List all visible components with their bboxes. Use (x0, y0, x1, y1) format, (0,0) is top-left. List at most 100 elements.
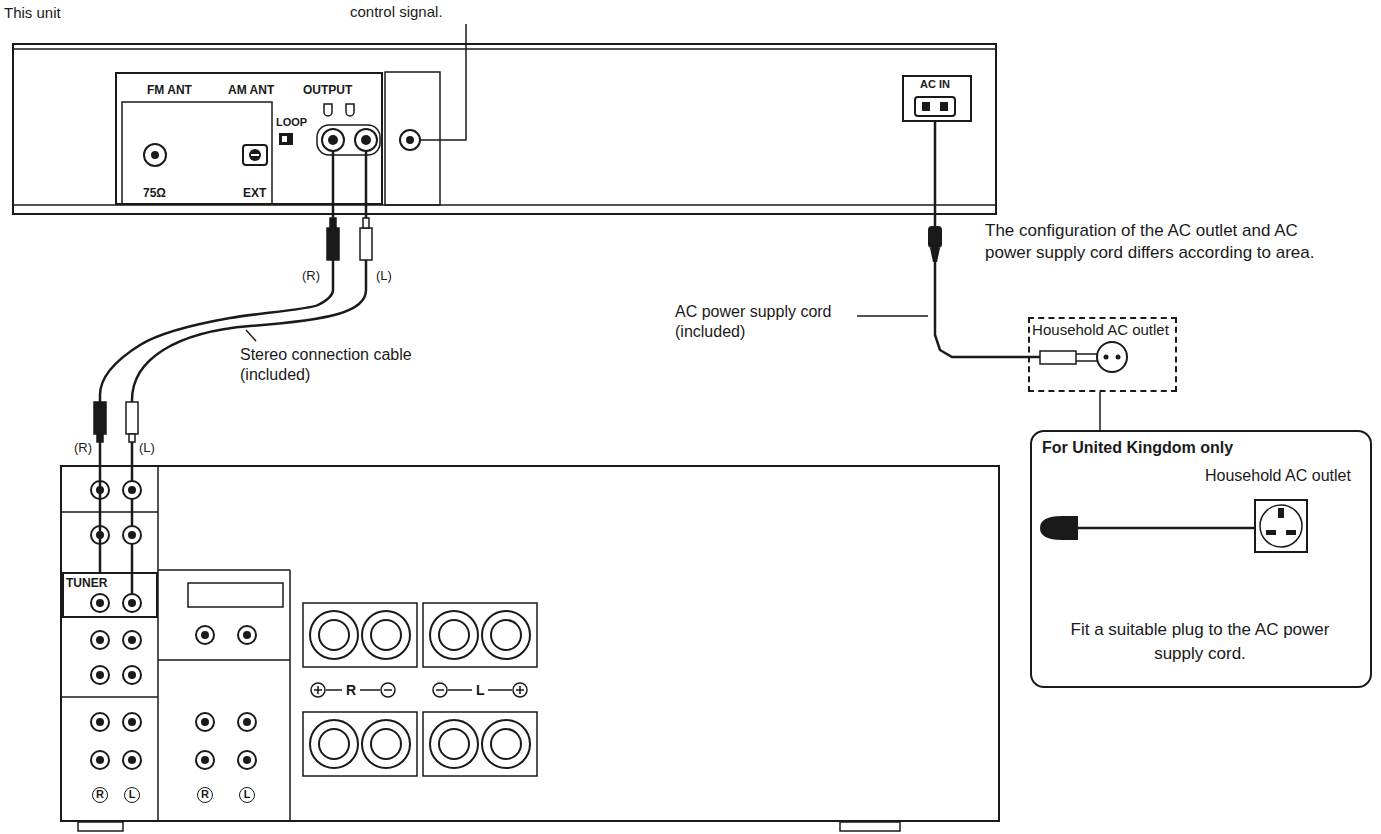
control-jack-box (385, 72, 440, 205)
polarity-symbol (381, 683, 395, 697)
rca-jack (91, 666, 109, 684)
amplifier-frame (158, 659, 290, 661)
fm-antenna-jack (151, 151, 159, 159)
ac-inlet-socket (922, 102, 930, 111)
wall-outlet (1116, 355, 1121, 360)
output-symbols (317, 125, 380, 155)
polarity-symbol (433, 683, 447, 697)
terminal-label: AM ANT (228, 83, 274, 97)
control-jack-box (385, 72, 440, 205)
fm-antenna-jack (144, 144, 166, 166)
inlet-label: AC IN (902, 78, 968, 91)
rca-jack (238, 626, 256, 644)
callout-label: control signal. (350, 3, 443, 21)
power-plug (1076, 360, 1097, 362)
rca-jack-center (201, 718, 209, 726)
uk-plug (1040, 516, 1078, 540)
amplifier-foot (78, 822, 900, 831)
power-plug (1040, 351, 1097, 364)
power-plug (1040, 351, 1076, 364)
rca-jack (123, 594, 141, 612)
cable-wire (332, 151, 335, 205)
rca-jack (238, 713, 256, 731)
speaker-terminal (362, 611, 410, 659)
amplifier-frame (157, 467, 159, 820)
output-symbols (346, 104, 354, 116)
rca-jack (91, 713, 109, 731)
speaker-terminal (430, 720, 478, 768)
outlet-label: Household AC outlet (1205, 466, 1351, 485)
channel-marker: L (124, 787, 140, 803)
cable-label: Stereo connection cable (included) (240, 345, 440, 385)
amplifier-frame (158, 569, 290, 571)
channel-tag: (R) (74, 440, 92, 456)
channel-tag: (L) (376, 268, 392, 284)
uk-outlet (1255, 500, 1307, 552)
panel-trim (14, 48, 995, 50)
outlet-label: Household AC outlet (1028, 321, 1173, 339)
loop-switch (279, 133, 293, 145)
rca-plug (126, 402, 138, 434)
note-text: Fit a suitable plug to the AC power supp… (1055, 618, 1345, 666)
output-jack (361, 135, 371, 145)
cord-label: AC power supply cord (included) (675, 302, 850, 342)
uk-outlet (1260, 505, 1302, 547)
channel-marker: R (197, 787, 213, 803)
amplifier-foot (840, 822, 900, 831)
leader-line (246, 330, 256, 341)
uk-note-box: For United Kingdom onlyHousehold AC outl… (1030, 430, 1372, 688)
amplifier-frame (303, 712, 417, 776)
cable-wire (132, 151, 1040, 594)
amplifier-rear-panel: RLRLRLTUNER (60, 465, 1000, 822)
polarity-symbol (311, 683, 527, 697)
rca-jack (91, 631, 109, 649)
leader-line (857, 315, 928, 317)
fm-antenna-jack (144, 144, 166, 166)
rca-jack-center (201, 631, 209, 639)
polarity-symbol (513, 683, 527, 697)
rca-jack-center (128, 718, 136, 726)
ac-inlet-box: AC IN (902, 75, 972, 122)
amplifier-frame (423, 603, 537, 667)
uk-outlet (1286, 530, 1296, 535)
channel-label: R (346, 682, 356, 699)
rca-jack (123, 751, 141, 769)
output-jack (355, 129, 377, 151)
panel-trim (14, 49, 995, 205)
tuner-rear-panel: This unitFM ANTAM ANTOUTPUTLOOP75ΩEXTAC … (12, 43, 997, 215)
polarity-symbol (326, 689, 342, 691)
rca-jack (123, 713, 141, 731)
antenna-frame (122, 102, 272, 203)
control-jack-box (406, 136, 414, 144)
ac-inlet-socket (915, 97, 955, 116)
rca-jack-center (243, 718, 251, 726)
polarity-symbol (311, 683, 325, 697)
rca-plug (363, 218, 369, 228)
polarity-symbol (317, 686, 319, 694)
speaker-terminal (491, 729, 521, 759)
loop-switch (282, 136, 287, 142)
household-outlet-box: Household AC outlet (1028, 317, 1177, 392)
polarity-symbol (448, 689, 472, 691)
ac-inlet-socket (940, 102, 948, 111)
rca-jack-center (96, 636, 104, 644)
rca-jack (123, 481, 141, 499)
polarity-symbol (488, 689, 512, 691)
rca-jack-center (243, 631, 251, 639)
wall-outlet (1097, 342, 1127, 372)
uk-plug (1078, 527, 1255, 530)
rca-jack (91, 751, 109, 769)
speaker-terminal (310, 720, 358, 768)
polarity-symbol (360, 689, 380, 691)
output-jack (322, 129, 344, 151)
am-antenna-terminal (249, 149, 261, 161)
channel-tag: (R) (302, 268, 320, 284)
stereo-cable (100, 205, 333, 572)
speaker-terminal (491, 620, 521, 650)
rca-jack-center (243, 756, 251, 764)
speaker-terminal (430, 611, 478, 659)
rca-jack-center (128, 636, 136, 644)
speaker-terminal (371, 729, 401, 759)
rca-jack (196, 751, 214, 769)
